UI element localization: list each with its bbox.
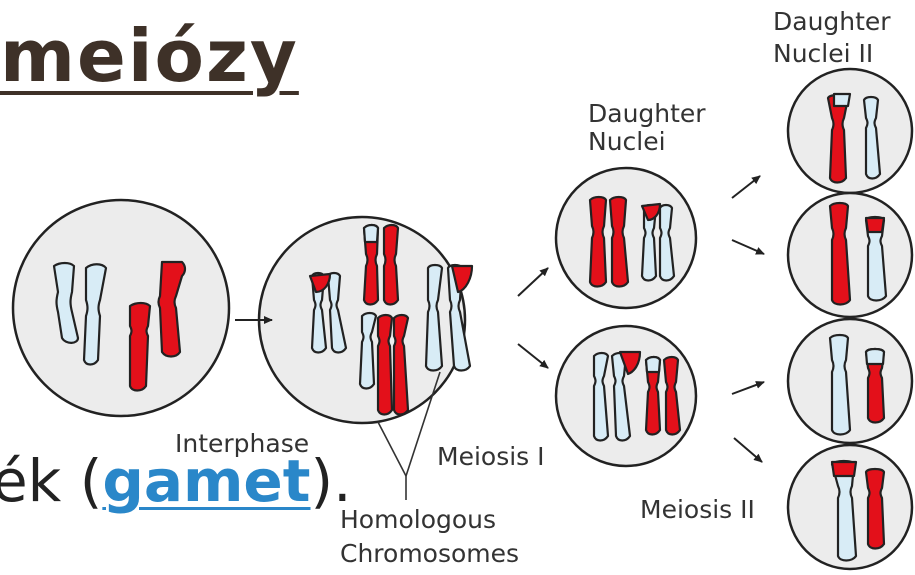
arrow (732, 176, 760, 198)
arrow (518, 344, 548, 368)
maternal-segment (834, 94, 850, 106)
meiosis-ii-label: Meiosis II (640, 495, 755, 524)
maternal-segment (646, 357, 660, 372)
daughter-nuclei-ii-label-line1: Daughter (773, 7, 891, 36)
paternal-segment (866, 218, 884, 232)
homologous-label-line2: Chromosomes (340, 539, 519, 568)
daughter-nuclei-label-line1: Daughter (588, 99, 706, 128)
paternal-chromosome (130, 303, 150, 391)
paternal-chromatid (866, 469, 884, 549)
homologous-label-line1: Homologous (340, 505, 496, 534)
paternal-chromatid (394, 315, 408, 415)
arrow (732, 240, 764, 254)
interphase-cell (13, 200, 229, 416)
arrow (732, 382, 764, 394)
paternal-chromatid (610, 197, 628, 287)
paternal-chromatid (590, 197, 606, 287)
maternal-chromatid (594, 353, 608, 441)
meiosis-i-label: Meiosis I (437, 442, 545, 471)
arrow (734, 438, 762, 462)
paternal-segment (832, 462, 856, 476)
arrow (518, 268, 548, 296)
daughter-nucleus-cell-1 (556, 168, 696, 308)
interphase-label: Interphase (175, 429, 309, 458)
paternal-chromatid (830, 203, 850, 305)
maternal-chromatid-tip (364, 225, 378, 242)
maternal-chromatid (830, 335, 850, 435)
maternal-chromatid (864, 97, 880, 179)
paternal-chromatid (828, 95, 848, 183)
paternal-chromatid (378, 315, 392, 415)
daughter-nucleus-ii-cell-1 (788, 69, 912, 193)
daughter-nuclei-label-line2: Nuclei (588, 127, 666, 156)
daughter-nuclei-ii-label-line2: Nuclei II (773, 39, 873, 68)
maternal-segment (866, 349, 884, 364)
paternal-chromatid (384, 225, 398, 305)
